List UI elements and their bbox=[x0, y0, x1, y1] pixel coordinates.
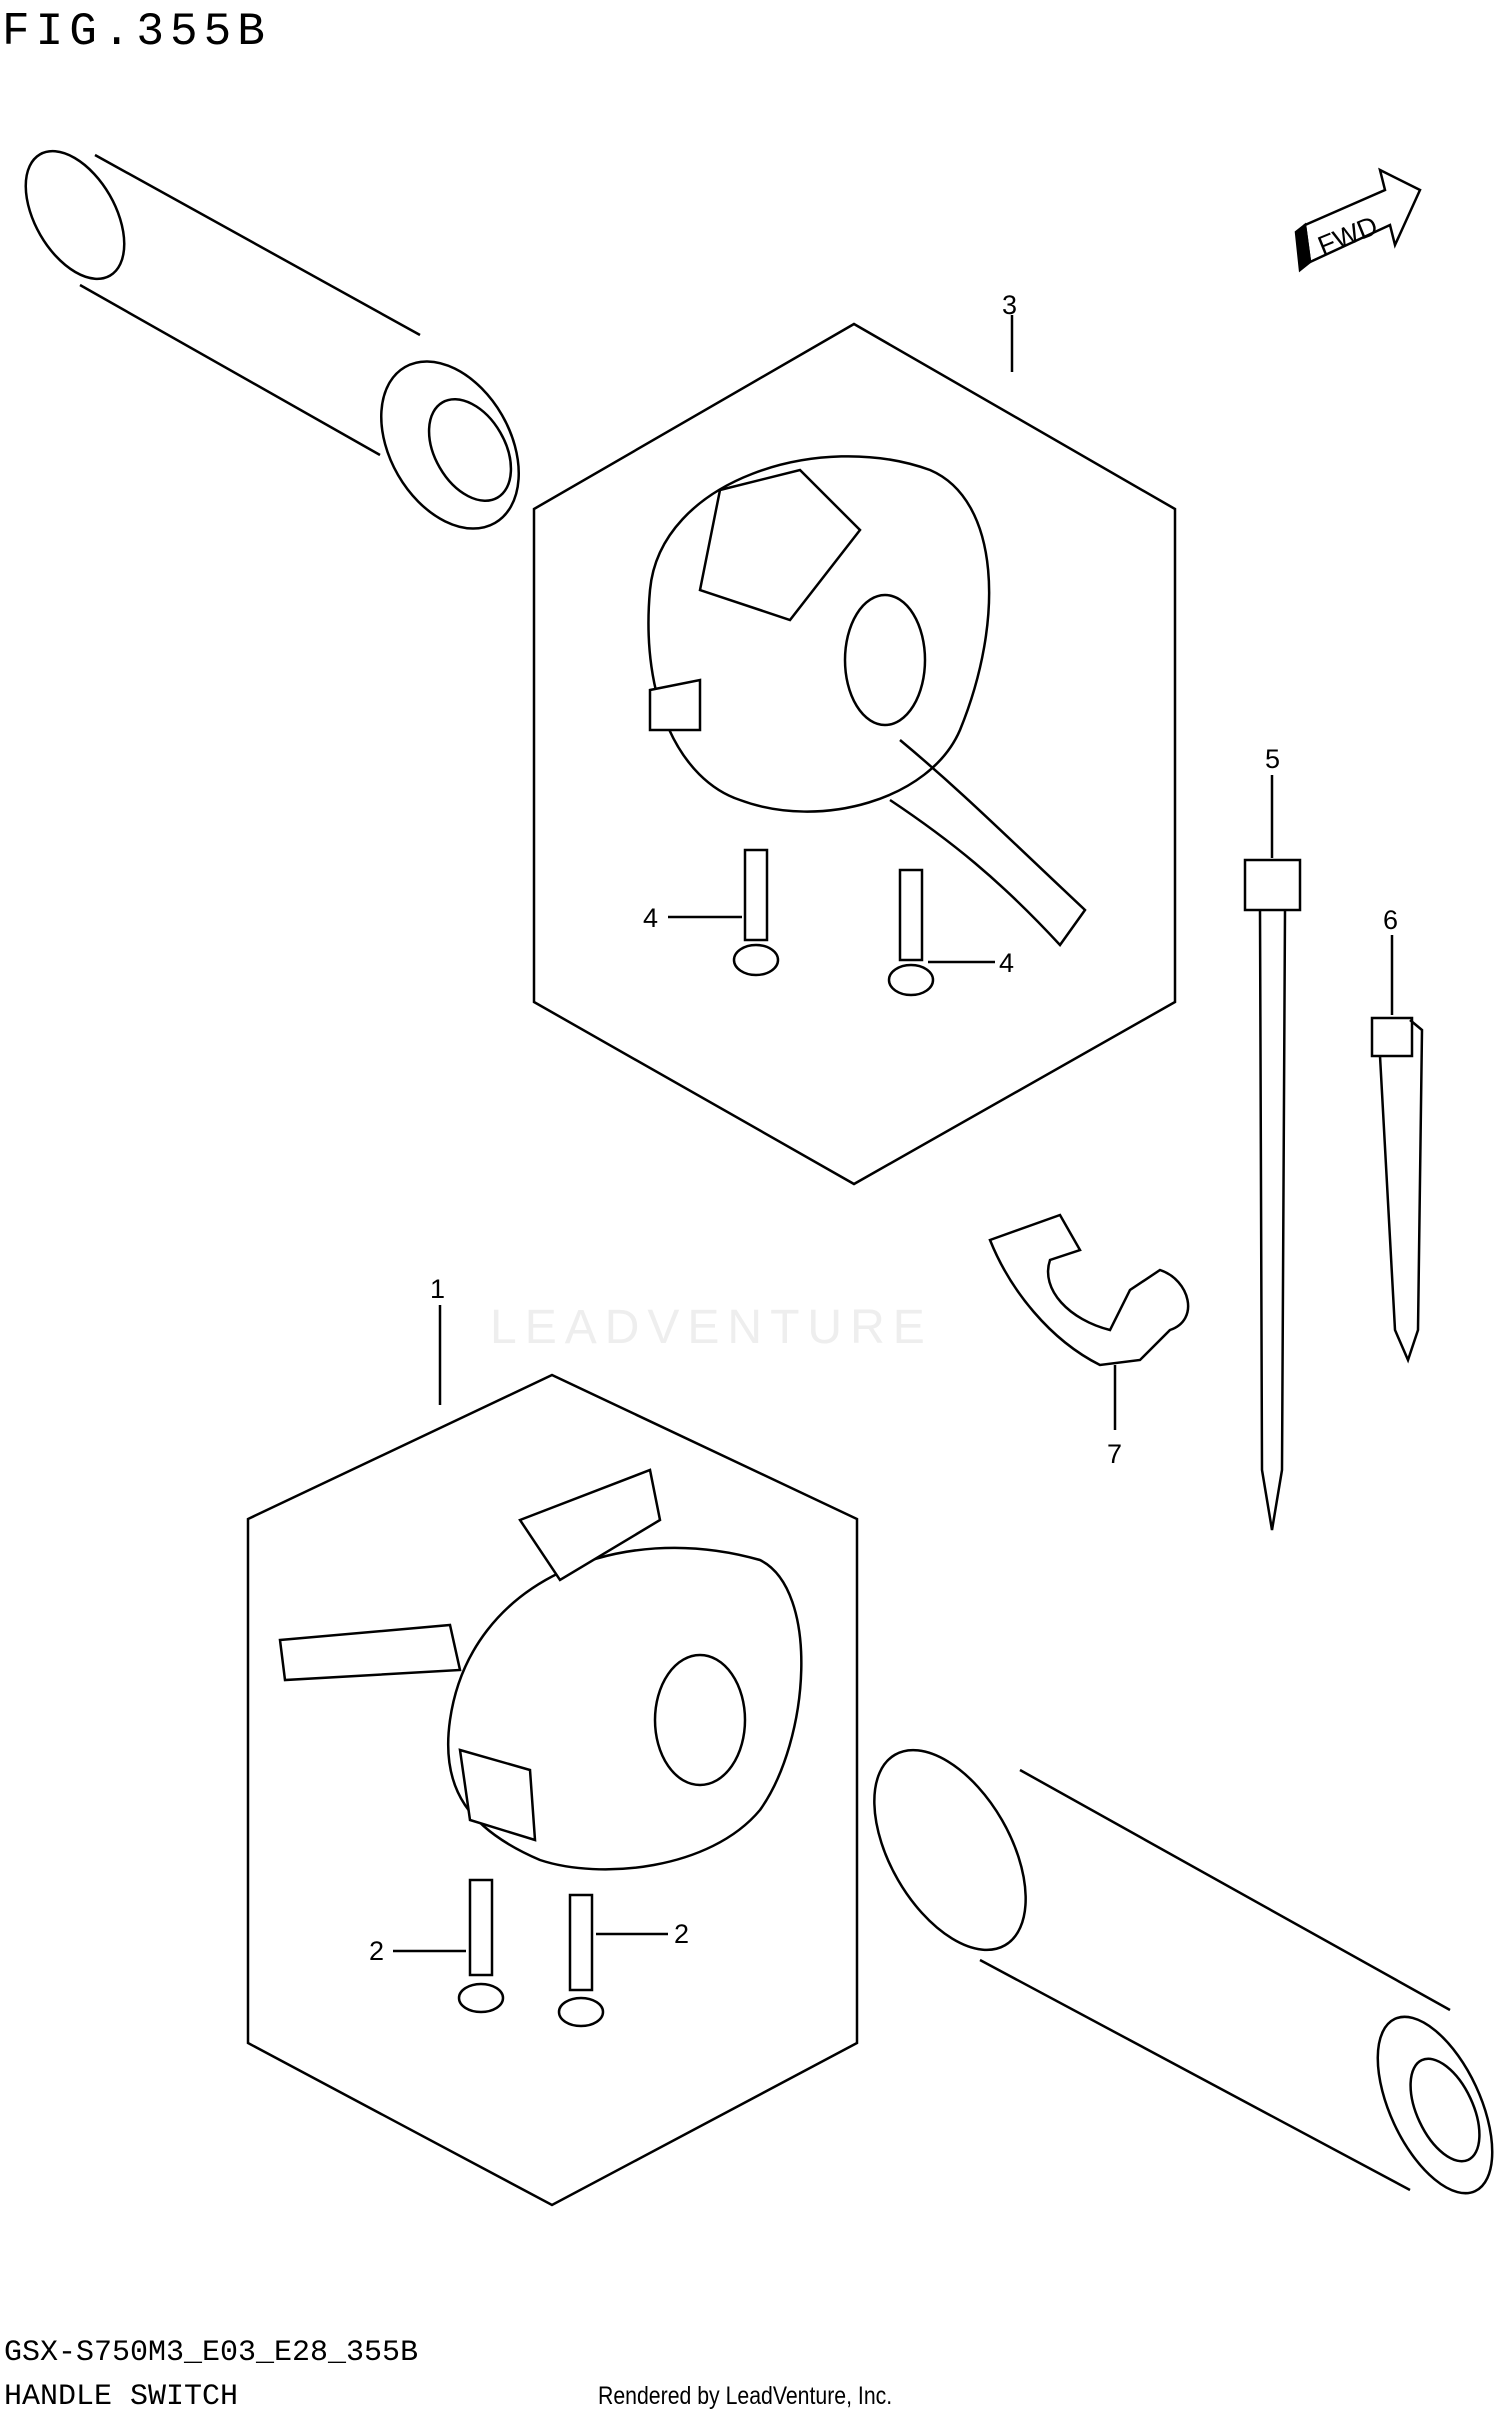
assembly-outline-3 bbox=[532, 322, 1177, 1186]
assembly-outline-1 bbox=[246, 1373, 859, 2207]
callout-2a: 2 bbox=[369, 1936, 384, 1966]
clamp-7 bbox=[988, 1213, 1190, 1367]
screw-2b bbox=[557, 1893, 605, 2028]
left-handle-switch bbox=[278, 1468, 803, 1871]
diagram-name: HANDLE SWITCH bbox=[4, 2380, 239, 2414]
callout-4b: 4 bbox=[999, 948, 1014, 978]
screw-2a bbox=[457, 1878, 505, 2014]
callout-1: 1 bbox=[430, 1274, 445, 1304]
cable-tie-5 bbox=[1243, 858, 1302, 1531]
callout-7: 7 bbox=[1107, 1439, 1122, 1469]
cable-tie-6 bbox=[1370, 1016, 1424, 1364]
fwd-arrow-icon: FWD bbox=[1294, 167, 1422, 273]
callout-3: 3 bbox=[1002, 290, 1017, 320]
throttle-grip bbox=[873, 1748, 1494, 2195]
callout-4a: 4 bbox=[643, 903, 658, 933]
diagram-code: GSX-S750M3_E03_E28_355B bbox=[4, 2336, 419, 2370]
callout-2b: 2 bbox=[674, 1919, 689, 1949]
left-grip bbox=[24, 149, 520, 530]
callout-5: 5 bbox=[1265, 744, 1280, 774]
screw-4a bbox=[732, 848, 780, 977]
callout-6: 6 bbox=[1383, 905, 1398, 935]
watermark: LEADVENTURE bbox=[490, 1301, 933, 1354]
render-credit: Rendered by LeadVenture, Inc. bbox=[598, 2382, 893, 2410]
screw-4b bbox=[887, 868, 935, 997]
figure-title: FIG.355B bbox=[2, 6, 271, 58]
right-handle-switch bbox=[647, 455, 1087, 947]
